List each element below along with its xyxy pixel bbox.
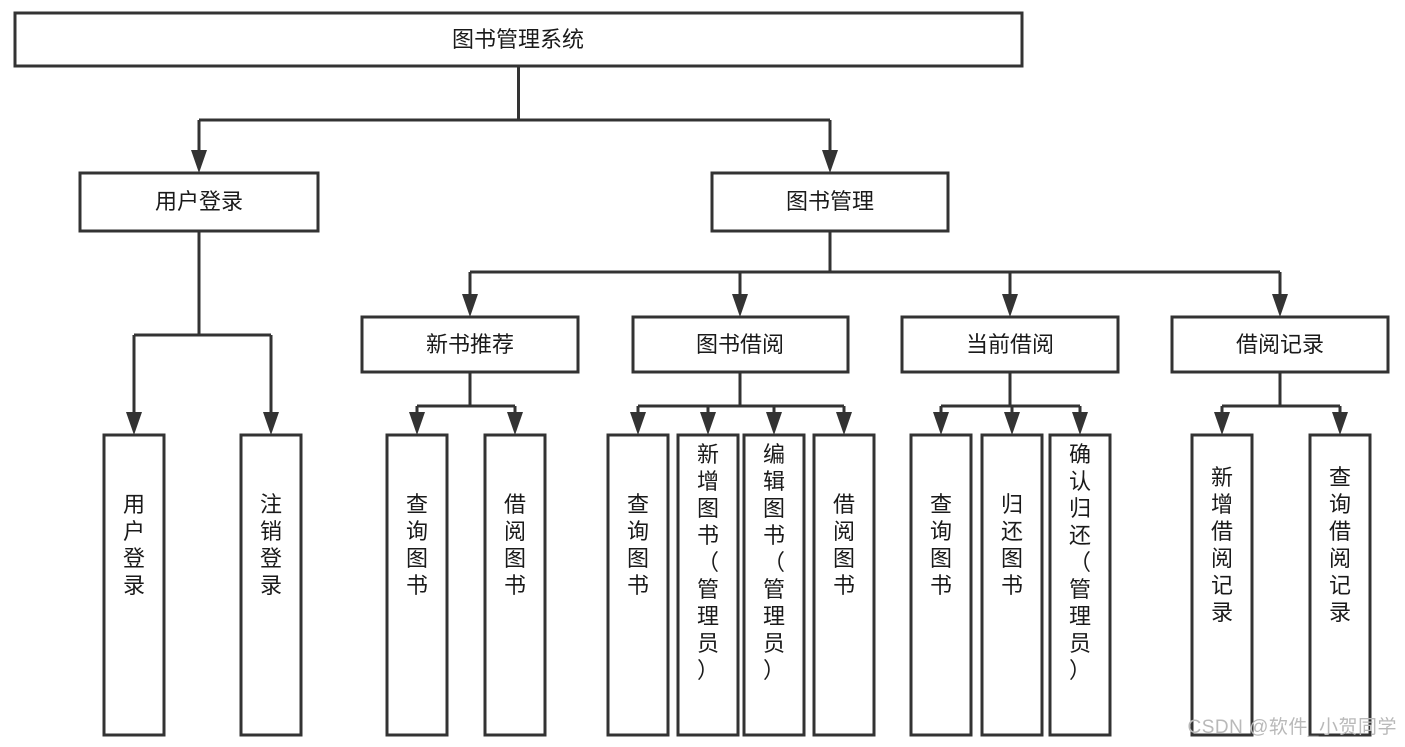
node-leaf-borrow-book-recommend[interactable]: 借阅图书 (483, 433, 547, 737)
node-root-label: 图书管理系统 (452, 27, 584, 52)
node-new-book-recommend[interactable]: 新书推荐 (360, 315, 580, 374)
node-leaf-borrow-book-label: 借阅图书 (833, 492, 855, 598)
node-leaf-query-borrow-record-label: 查询借阅记录 (1329, 465, 1351, 625)
node-leaf-add-borrow-record-label: 新增借阅记录 (1211, 465, 1233, 625)
node-leaf-add-book-admin[interactable]: 新增图书（管理员） (676, 433, 740, 737)
arrow-head-icon (700, 412, 716, 435)
node-borrow-record-label: 借阅记录 (1236, 332, 1324, 357)
node-leaf-edit-book-admin-label: 编辑图书（管理员） (763, 442, 785, 683)
arrow-head-icon (409, 412, 425, 435)
arrow-head-icon (1072, 412, 1088, 435)
node-leaf-user-logout-label: 注销登录 (260, 492, 282, 598)
node-leaf-add-borrow-record[interactable]: 新增借阅记录 (1190, 433, 1254, 737)
node-leaf-edit-book-admin-box[interactable] (742, 433, 806, 737)
node-leaf-query-book-recommend-label: 查询图书 (406, 492, 428, 598)
node-book-management-label: 图书管理 (786, 189, 874, 214)
node-leaf-user-logout[interactable]: 注销登录 (239, 433, 303, 737)
node-leaf-user-login-label: 用户登录 (123, 492, 145, 598)
node-user-login[interactable]: 用户登录 (78, 171, 320, 233)
node-current-borrow-box[interactable] (900, 315, 1120, 374)
node-borrow-record[interactable]: 借阅记录 (1170, 315, 1390, 374)
node-current-borrow[interactable]: 当前借阅 (900, 315, 1120, 374)
arrow-head-icon (1272, 294, 1288, 317)
arrow-head-icon (462, 294, 478, 317)
node-leaf-borrow-book-recommend-label: 借阅图书 (504, 492, 526, 598)
arrow-head-icon (836, 412, 852, 435)
node-leaf-edit-book-admin[interactable]: 编辑图书（管理员） (742, 433, 806, 737)
arrow-head-icon (1214, 412, 1230, 435)
node-new-book-recommend-label: 新书推荐 (426, 332, 514, 357)
node-book-borrow-box[interactable] (631, 315, 850, 374)
node-leaf-return-book-label: 归还图书 (1001, 492, 1023, 598)
node-leaf-add-book-admin-box[interactable] (676, 433, 740, 737)
node-leaf-borrow-book[interactable]: 借阅图书 (812, 433, 876, 737)
arrow-heads (126, 150, 1348, 435)
node-user-login-box[interactable] (78, 171, 320, 233)
arrow-head-icon (1332, 412, 1348, 435)
node-leaf-add-borrow-record-box[interactable] (1190, 433, 1254, 737)
node-leaf-return-book[interactable]: 归还图书 (980, 433, 1044, 737)
node-root-box[interactable] (13, 11, 1024, 68)
node-book-borrow-label: 图书借阅 (696, 332, 784, 357)
arrow-head-icon (732, 294, 748, 317)
node-leaf-confirm-return-admin-box[interactable] (1048, 433, 1112, 737)
arrow-head-icon (1004, 412, 1020, 435)
arrow-head-icon (191, 150, 207, 173)
node-leaf-confirm-return-admin[interactable]: 确认归还（管理员） (1048, 433, 1112, 737)
node-leaf-query-book-borrow[interactable]: 查询图书 (606, 433, 670, 737)
node-root[interactable]: 图书管理系统 (13, 11, 1024, 68)
node-leaf-query-book-current-label: 查询图书 (930, 492, 952, 598)
arrow-head-icon (766, 412, 782, 435)
node-leaf-query-book-recommend-box[interactable] (385, 433, 449, 737)
node-leaf-return-book-box[interactable] (980, 433, 1044, 737)
node-borrow-record-box[interactable] (1170, 315, 1390, 374)
node-leaf-borrow-book-box[interactable] (812, 433, 876, 737)
arrow-head-icon (263, 412, 279, 435)
node-book-borrow[interactable]: 图书借阅 (631, 315, 850, 374)
arrow-head-icon (507, 412, 523, 435)
node-leaf-user-login-box[interactable] (102, 433, 166, 737)
arrow-head-icon (126, 412, 142, 435)
node-leaf-query-book-current[interactable]: 查询图书 (909, 433, 973, 737)
node-leaf-query-book-borrow-box[interactable] (606, 433, 670, 737)
node-leaf-borrow-book-recommend-box[interactable] (483, 433, 547, 737)
node-leaf-query-book-recommend[interactable]: 查询图书 (385, 433, 449, 737)
node-leaf-confirm-return-admin-label: 确认归还（管理员） (1069, 442, 1091, 683)
node-book-management-box[interactable] (710, 171, 950, 233)
node-leaf-user-logout-box[interactable] (239, 433, 303, 737)
node-leaf-add-book-admin-label: 新增图书（管理员） (697, 442, 719, 683)
arrow-head-icon (933, 412, 949, 435)
node-leaf-query-book-borrow-label: 查询图书 (627, 492, 649, 598)
node-leaf-query-borrow-record[interactable]: 查询借阅记录 (1308, 433, 1372, 737)
node-book-management[interactable]: 图书管理 (710, 171, 950, 233)
arrow-head-icon (1002, 294, 1018, 317)
node-leaf-user-login[interactable]: 用户登录 (102, 433, 166, 737)
leaf-nodes: 用户登录 注销登录 查询图书 借阅图书 查询图书 新增图书（管理员） (102, 433, 1372, 737)
arrow-head-icon (822, 150, 838, 173)
node-user-login-label: 用户登录 (155, 189, 243, 214)
node-current-borrow-label: 当前借阅 (966, 332, 1054, 357)
node-leaf-query-book-current-box[interactable] (909, 433, 973, 737)
arrow-head-icon (630, 412, 646, 435)
csdn-watermark: CSDN @软件_小贺同学 (1187, 717, 1397, 738)
node-new-book-recommend-box[interactable] (360, 315, 580, 374)
node-leaf-query-borrow-record-box[interactable] (1308, 433, 1372, 737)
